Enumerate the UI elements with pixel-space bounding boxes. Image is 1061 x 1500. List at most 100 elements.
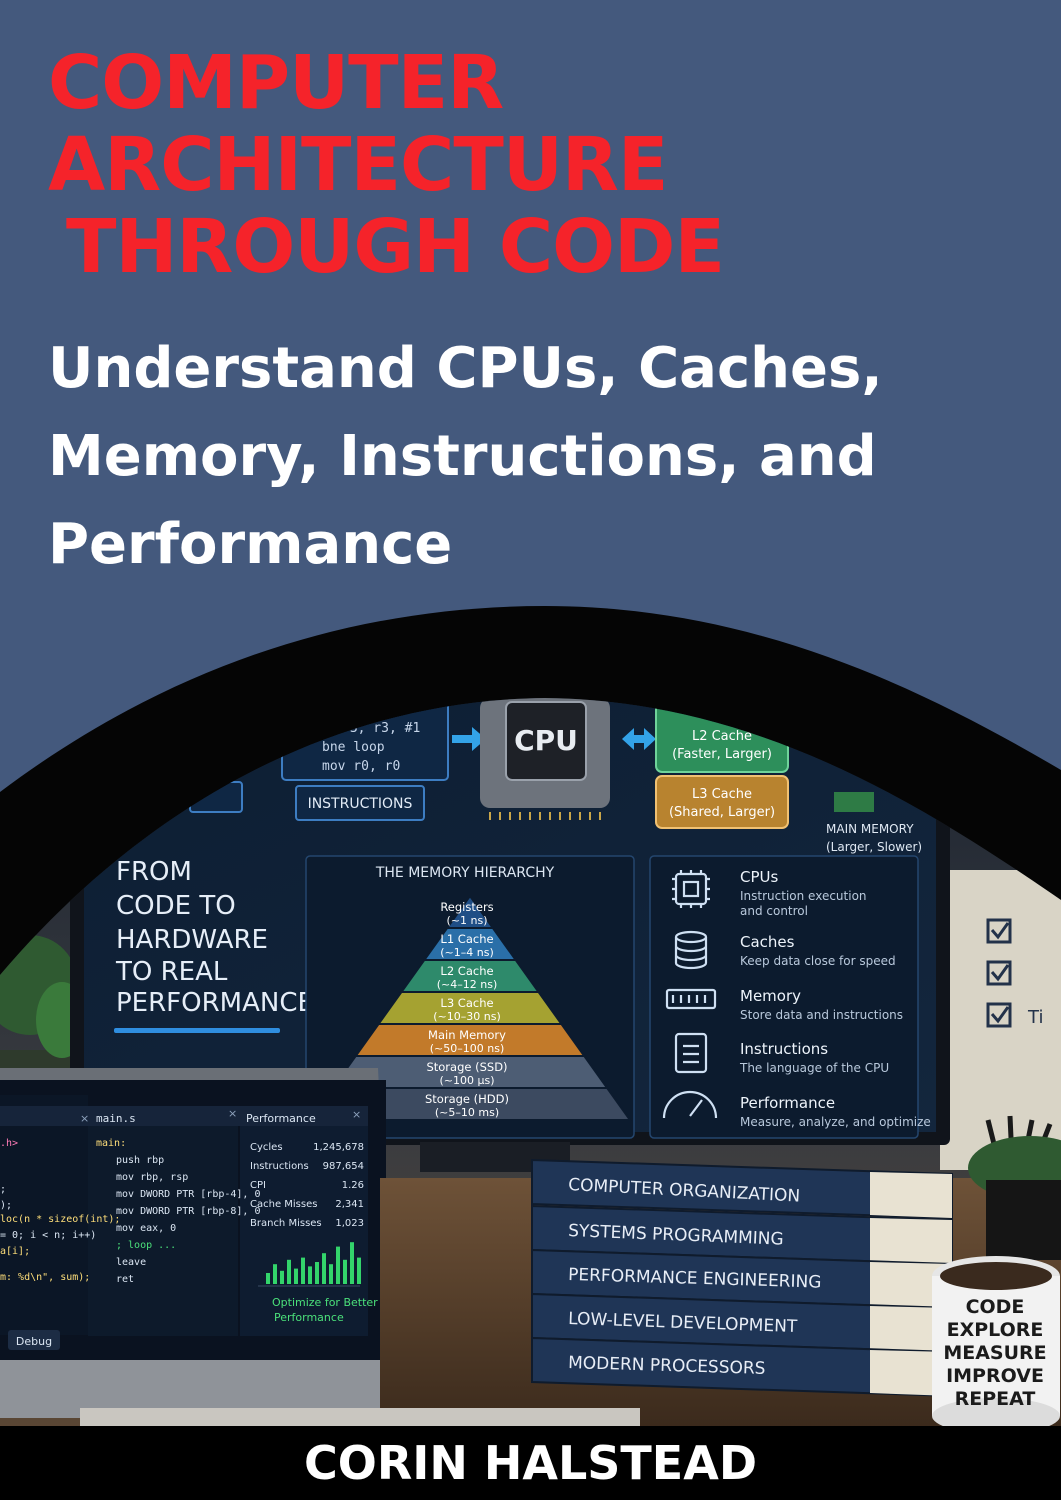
metric-label: Instructions <box>250 1161 309 1172</box>
book-pages <box>870 1262 952 1308</box>
l3-cache-desc: (Shared, Larger) <box>669 805 775 820</box>
double-arrow-icon <box>622 728 656 750</box>
debug-button[interactable] <box>8 1330 60 1350</box>
main-memory-name: MAIN MEMORY <box>826 822 914 836</box>
pyramid-level-latency: (~100 µs) <box>439 1074 494 1087</box>
metric-value: 1,245,678 <box>313 1142 364 1153</box>
tab-main-s[interactable]: main.s <box>96 1112 136 1125</box>
pyramid-level: Storage (SSD)(~100 µs) <box>330 1055 610 1089</box>
pyramid-level: Main Memory(~50–100 ns) <box>353 1023 587 1057</box>
screen-headline-5: PERFORMANCE <box>116 988 314 1018</box>
mug-text-line: EXPLORE <box>947 1319 1044 1341</box>
metric-value: 987,654 <box>323 1161 364 1172</box>
perf-bar <box>329 1264 333 1284</box>
title-line-2: ARCHITECTURE <box>48 122 668 208</box>
main-memory-desc: (Larger, Slower) <box>826 840 922 854</box>
memory-stick-icon <box>665 988 717 1010</box>
screen-headline-1: FROM <box>116 857 192 887</box>
database-icon <box>674 930 708 970</box>
subtitle-line-1: Understand CPUs, Caches, <box>48 336 883 401</box>
asm-line: main: <box>96 1138 126 1149</box>
book-pages <box>870 1350 952 1396</box>
metric-label: Cycles <box>250 1142 283 1153</box>
l2-cache-desc: (Faster, Larger) <box>672 747 772 762</box>
perf-bar <box>280 1270 284 1284</box>
asm-line: ret <box>116 1274 134 1285</box>
subtitle-line-3: Performance <box>48 512 453 577</box>
close-panel-icon[interactable]: × <box>352 1108 361 1121</box>
instructions-label: INSTRUCTIONS <box>308 796 413 812</box>
cpu-chip: CPU <box>480 698 610 820</box>
perf-caption-1: Optimize for Better <box>272 1296 378 1309</box>
topic-title: Performance <box>740 1094 835 1112</box>
asm-line: push rbp <box>116 1155 164 1166</box>
debug-label: Debug <box>16 1335 52 1348</box>
screen-headline-3: HARDWARE <box>116 925 268 955</box>
perf-bar <box>294 1268 298 1284</box>
laptop <box>0 1068 470 1418</box>
pyramid-level-name: L3 Cache <box>440 996 493 1010</box>
perf-bar <box>266 1273 270 1284</box>
pyramid-level-latency: (~1 ns) <box>447 914 488 927</box>
title-line-1: COMPUTER <box>48 40 504 126</box>
mug-text-line: IMPROVE <box>946 1365 1044 1387</box>
perf-bar <box>308 1266 312 1284</box>
book-pages <box>870 1172 952 1218</box>
code-line: m: %d\n", sum); <box>0 1272 90 1283</box>
book: LOW-LEVEL DEVELOPMENT <box>531 1292 953 1354</box>
metric-value: 2,341 <box>335 1199 364 1210</box>
pyramid-level: L1 Cache(~1–4 ns) <box>422 927 518 961</box>
perf-bar <box>287 1259 291 1284</box>
asm-line: mov DWORD PTR [rbp-4], 0 <box>116 1189 261 1200</box>
pyramid-level-name: L2 Cache <box>440 964 493 978</box>
perf-panel-title: Performance <box>246 1112 316 1125</box>
pyramid-level-name: L1 Cache <box>440 932 493 946</box>
pyramid-level-name: Registers <box>440 900 493 914</box>
pyramid-level: Registers(~1 ns) <box>440 894 495 929</box>
perf-bar-chart <box>266 1242 361 1284</box>
perf-bar <box>301 1257 305 1284</box>
topic-title: Instructions <box>740 1040 828 1058</box>
perf-bar <box>336 1246 340 1284</box>
pyramid-level-name: Storage (SSD) <box>426 1060 507 1074</box>
topic-title: CPUs <box>740 868 778 886</box>
pyramid-level: L2 Cache(~4–12 ns) <box>399 959 541 993</box>
perf-bar <box>343 1259 347 1284</box>
metric-label: Branch Misses <box>250 1218 322 1229</box>
topic-title: Caches <box>740 933 795 951</box>
code-line-2: bne loop <box>322 740 385 755</box>
mug-text-line: MEASURE <box>943 1342 1046 1364</box>
perf-bar <box>357 1257 361 1284</box>
pyramid-level-name: Main Memory <box>428 1028 506 1042</box>
topic-desc: Instruction execution <box>740 889 867 903</box>
topic-desc: and control <box>740 904 808 918</box>
pyramid-level-latency: (~4–12 ns) <box>437 978 498 991</box>
perf-bar <box>315 1262 319 1284</box>
topic-desc: Measure, analyze, and optimize <box>740 1115 931 1129</box>
document-icon <box>674 1032 708 1074</box>
pyramid-level-name: Storage (HDD) <box>425 1092 509 1106</box>
pyramid-level-latency: (~5–10 ms) <box>435 1106 499 1119</box>
author-bar <box>0 1426 1061 1500</box>
asm-line: mov rbp, rsp <box>116 1172 188 1183</box>
hierarchy-title: THE MEMORY HIERARCHY <box>375 865 555 881</box>
close-tab-icon[interactable]: × <box>80 1112 89 1125</box>
mug-text-line: REPEAT <box>955 1388 1036 1410</box>
close-tab-icon-2[interactable]: × <box>228 1107 237 1120</box>
book-pages <box>870 1218 952 1264</box>
code-line: ; <box>0 1184 6 1195</box>
topic-desc: The language of the CPU <box>739 1061 889 1075</box>
metric-value: 1,023 <box>335 1218 364 1229</box>
l2-cache-name: L2 Cache <box>692 729 752 744</box>
chip-icon <box>672 870 710 908</box>
perf-bar <box>322 1253 326 1284</box>
asm-line: mov DWORD PTR [rbp-8], 0 <box>116 1206 261 1217</box>
pyramid-level-latency: (~1–4 ns) <box>440 946 494 959</box>
book: MODERN PROCESSORS <box>531 1336 953 1398</box>
asm-line: mov eax, 0 <box>116 1223 176 1234</box>
asm-line: leave <box>116 1257 146 1268</box>
l3-cache-name: L3 Cache <box>692 787 752 802</box>
code-line: .h> <box>0 1138 18 1149</box>
